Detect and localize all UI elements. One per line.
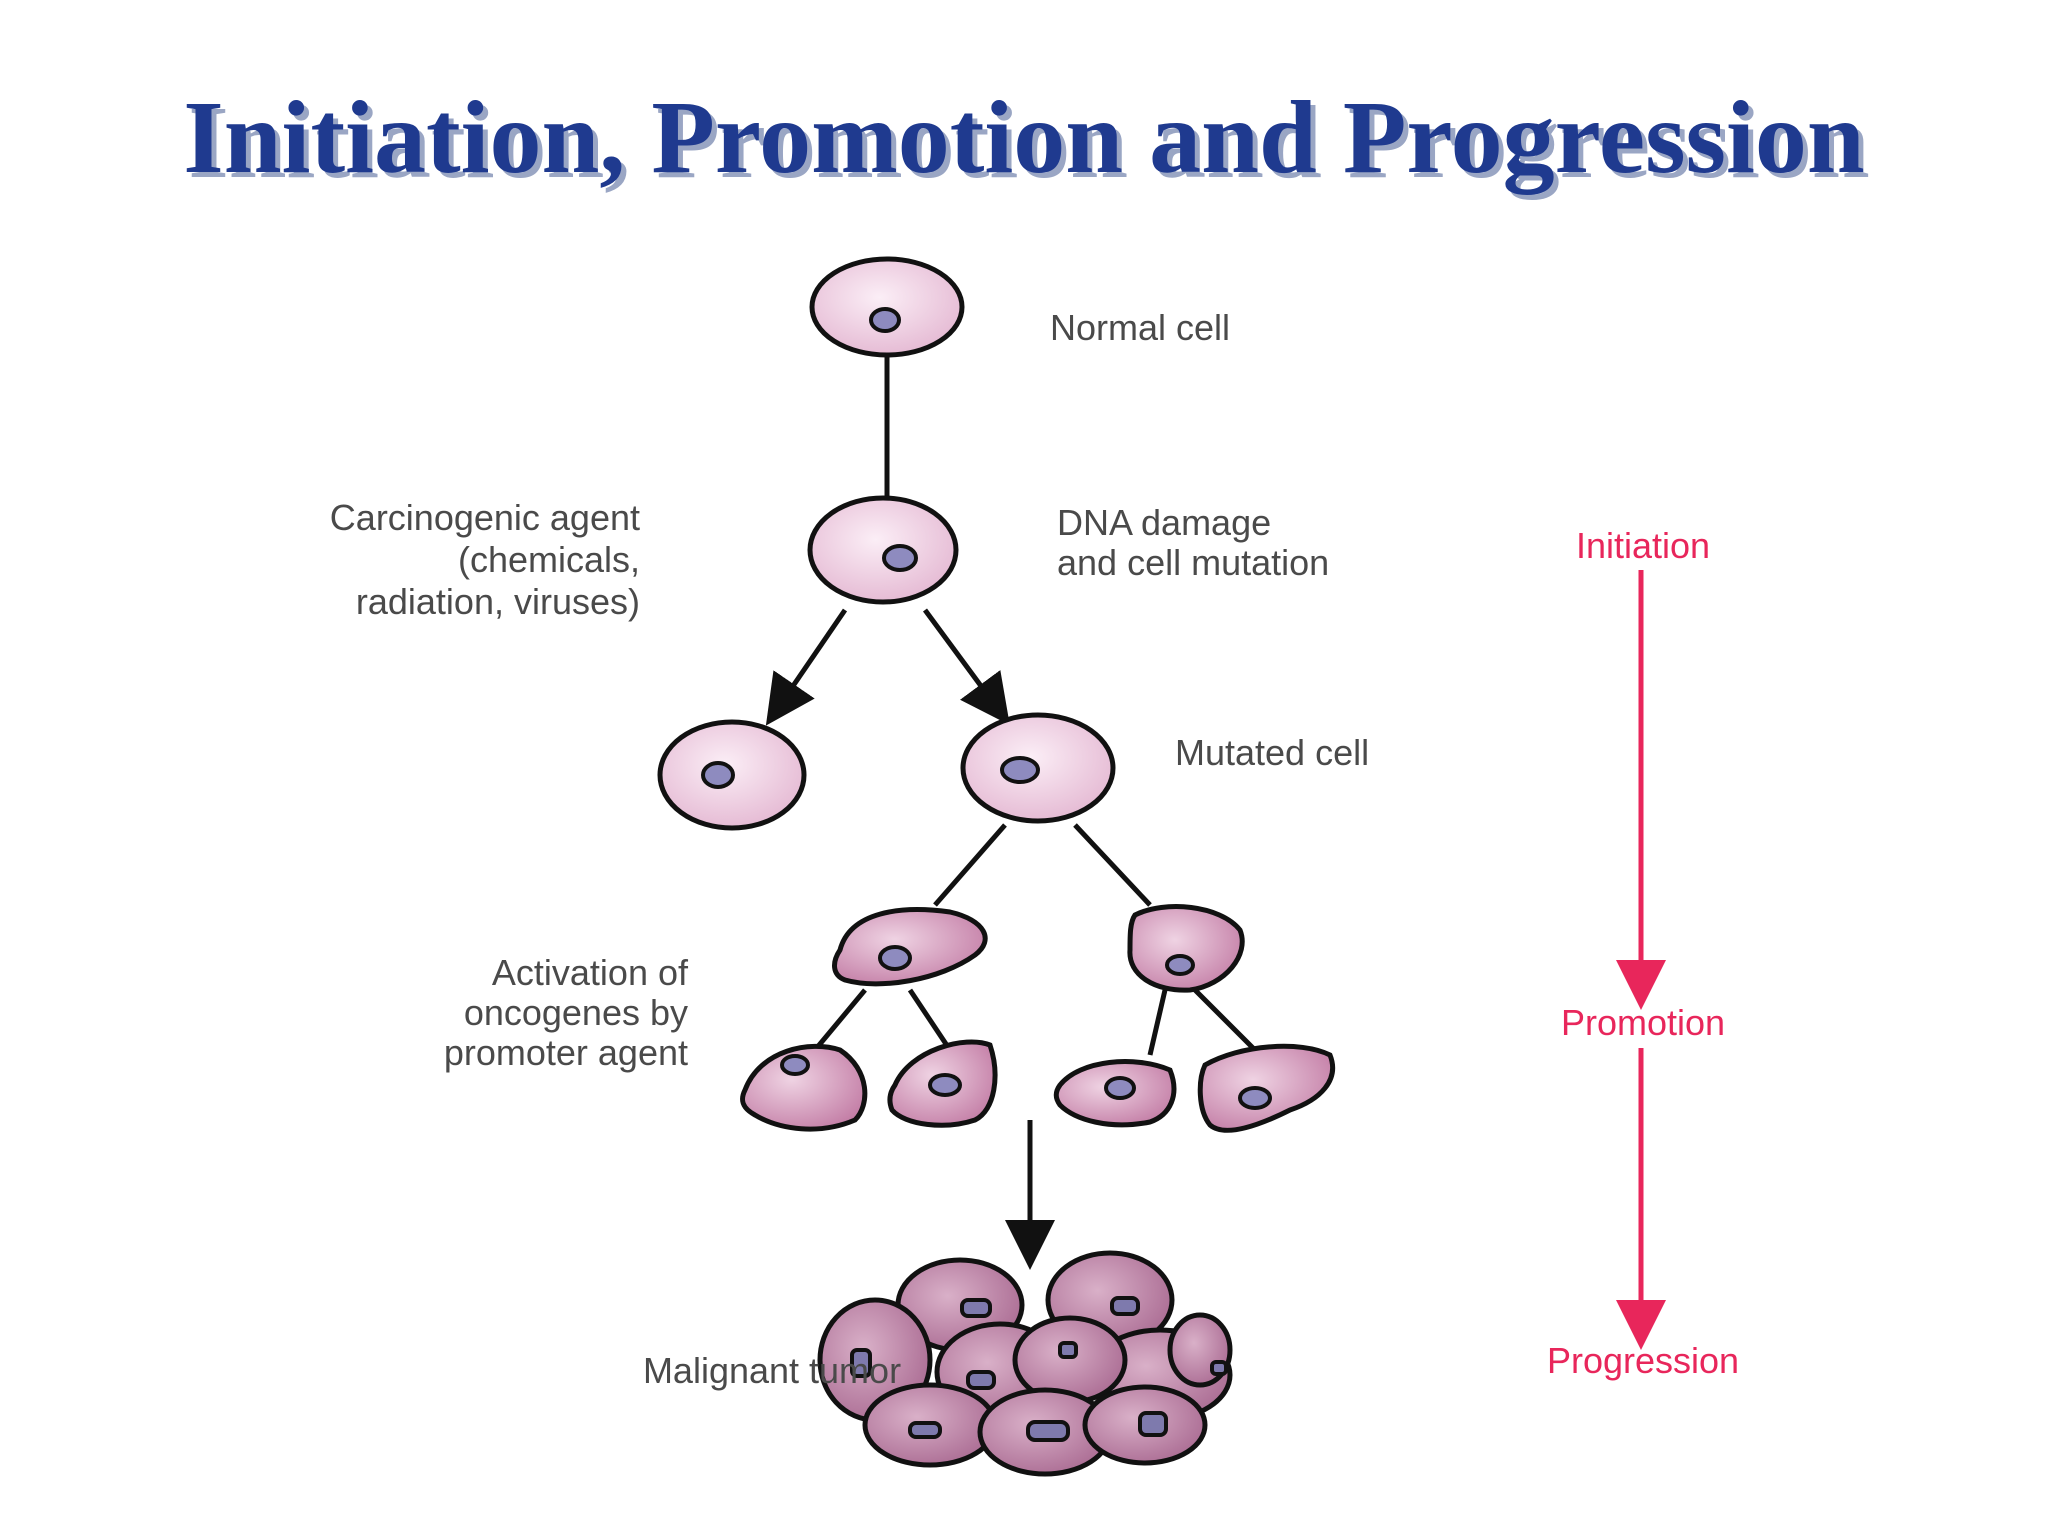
page-title: Initiation, Promotion and Progression: [183, 80, 1865, 195]
connector-mutated-to-right: [1073, 823, 1152, 907]
nucleus: [1165, 954, 1195, 976]
stage-progression: Progression: [1547, 1340, 1739, 1381]
damaged-cell: [807, 495, 959, 605]
label-activation-line2: oncogenes by: [464, 992, 688, 1033]
stage-initiation: Initiation: [1576, 525, 1710, 566]
nucleus: [1104, 1076, 1136, 1100]
promoted-cell-right: [1127, 904, 1245, 993]
label-activation-line3: promoter agent: [444, 1032, 688, 1073]
normal-cell: [809, 256, 965, 358]
connector-mutated-to-left: [933, 823, 1007, 907]
label-carcinogenic-line2: (chemicals,: [458, 539, 640, 580]
promoted-cell-a: [740, 1043, 868, 1132]
label-dna-damage-line1: DNA damage: [1057, 502, 1271, 543]
nucleus: [878, 945, 912, 971]
label-dna-damage-line2: and cell mutation: [1057, 542, 1329, 583]
label-activation-line1: Activation of: [492, 952, 689, 993]
nucleus: [701, 761, 735, 789]
mutated-cell: [960, 712, 1116, 824]
stage-column: Initiation Promotion Progression: [1547, 525, 1739, 1381]
daughter-cell-left: [657, 719, 807, 831]
promoted-cell-c: [1053, 1059, 1177, 1128]
connectors: [765, 355, 1257, 1270]
connector-left-to-a: [813, 988, 867, 1052]
malignant-tumor: [817, 1250, 1233, 1477]
stage-promotion: Promotion: [1561, 1002, 1725, 1043]
promoted-cell-left: [832, 907, 988, 987]
nucleus: [1238, 1086, 1272, 1110]
nucleus: [780, 1054, 810, 1076]
promoted-cell-d: [1197, 1043, 1336, 1133]
label-normal-cell: Normal cell: [1050, 307, 1230, 348]
arrow-to-daughter-left: [765, 608, 848, 726]
connector-right-to-d: [1193, 988, 1257, 1052]
nucleus: [928, 1073, 962, 1097]
label-malignant-tumor: Malignant tumor: [643, 1350, 901, 1391]
nucleus: [869, 307, 901, 333]
nucleus: [1000, 756, 1040, 784]
label-mutated-cell: Mutated cell: [1175, 732, 1369, 773]
nucleus: [882, 544, 918, 572]
promoted-cell-b: [887, 1039, 998, 1128]
label-carcinogenic-line1: Carcinogenic agent: [330, 497, 640, 538]
arrow-to-mutated-cell: [922, 608, 1010, 726]
connector-right-to-c: [1147, 989, 1168, 1056]
label-carcinogenic-line3: radiation, viruses): [356, 581, 640, 622]
tumor-nuclei: [850, 1296, 1228, 1442]
connector-left-to-b: [907, 988, 953, 1052]
